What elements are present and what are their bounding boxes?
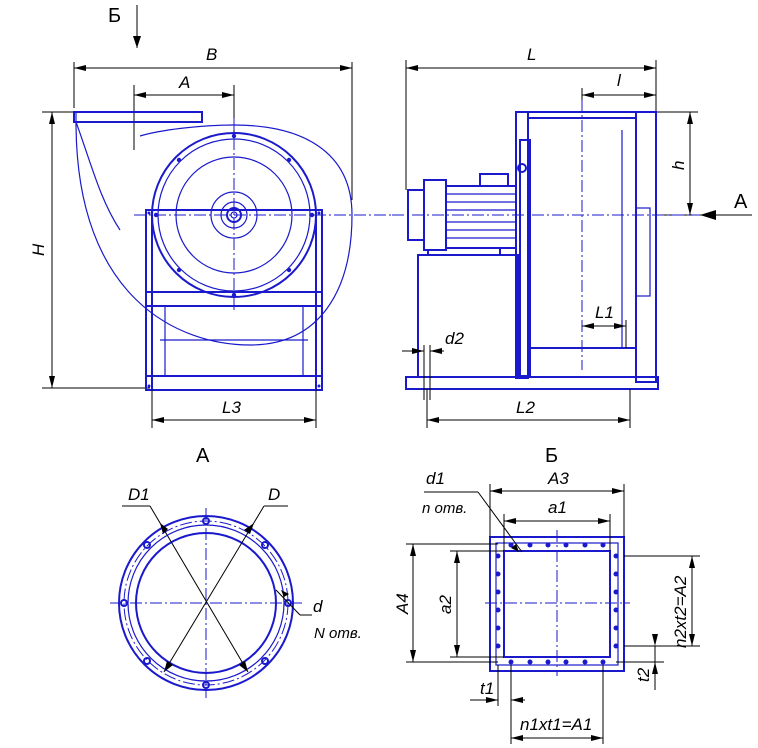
dim-label-d1: d1 <box>426 469 445 488</box>
view-b-marker: Б <box>108 5 121 27</box>
dim-label-n2t2: n2xt2=A2 <box>671 575 690 648</box>
dim-label-B: B <box>206 45 217 64</box>
dim-label-l: l <box>617 71 622 90</box>
view-a-title: А <box>196 445 210 467</box>
front-view: Б B A H <box>29 5 392 428</box>
dim-label-d2: d2 <box>445 329 464 348</box>
side-view: L l h А <box>392 45 752 428</box>
dim-label-L1: L1 <box>595 303 614 322</box>
dim-label-a1: a1 <box>548 498 567 517</box>
view-b-flange: Б <box>393 445 700 744</box>
view-a-flange: А D1 D d N отв. <box>110 445 362 698</box>
dim-label-L3: L3 <box>222 398 241 417</box>
dim-label-t2: t2 <box>634 667 653 682</box>
view-a-marker: А <box>734 191 748 213</box>
dim-label-A4: A4 <box>393 593 412 615</box>
dim-label-n1t1: n1xt1=A1 <box>520 715 592 734</box>
square-flange-holes <box>495 542 619 665</box>
dim-label-L: L <box>527 45 536 64</box>
dim-label-D1: D1 <box>128 485 150 504</box>
dim-label-h: h <box>669 161 688 170</box>
dim-label-D: D <box>268 485 280 504</box>
view-b-title: Б <box>545 445 558 467</box>
dim-label-A: A <box>178 73 190 92</box>
dim-label-N-holes: N отв. <box>314 625 362 642</box>
dim-label-a2: a2 <box>436 595 455 614</box>
flange-holes <box>120 517 292 689</box>
dim-label-n-holes: n отв. <box>422 500 467 517</box>
dim-label-A3: A3 <box>547 469 569 488</box>
dim-label-d: d <box>313 597 323 616</box>
dim-label-L2: L2 <box>516 398 535 417</box>
dim-label-H: H <box>29 243 48 256</box>
dim-label-t1: t1 <box>480 679 494 698</box>
